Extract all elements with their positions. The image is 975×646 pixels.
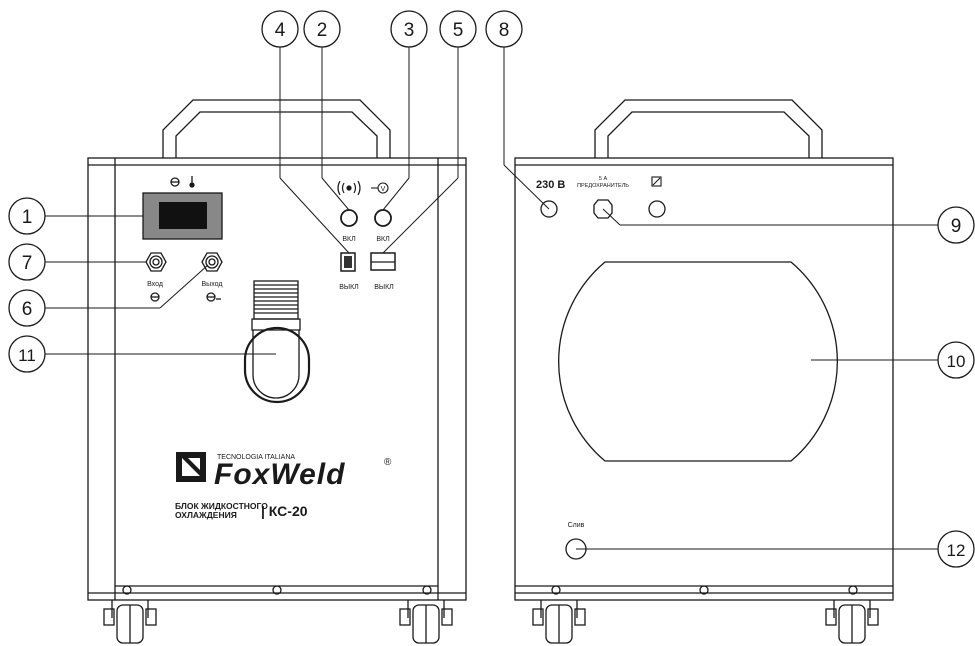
inlet-symbol-icon [150,292,160,302]
expand-icon [651,176,662,187]
front-view: ВКЛ V ВКЛ ВЫКЛ ВЫКЛ Вход [87,99,467,644]
inlet-label: Вход [147,281,163,288]
callout-10: 10 [937,341,975,379]
switch-on-label-right: ВКЛ [376,236,390,243]
callout-badges: 1 2 3 4 5 6 7 8 9 10 11 12 [8,10,975,568]
back-wheel-left [532,600,586,644]
inlet-connector[interactable] [145,252,167,272]
callout-7-text: 7 [22,253,33,274]
callout-2-text: 2 [317,20,328,41]
screw [848,585,858,595]
filler-neck [251,280,301,331]
callout-1: 1 [8,197,46,235]
switch-off-label-right: ВЫКЛ [374,284,394,291]
back-body [514,157,894,601]
callout-4-text: 4 [275,20,286,41]
callout-5: 5 [439,10,477,48]
pump-indicator-lamp [340,209,358,227]
registered-mark: ® [384,457,392,468]
model-name: | КС-20 [261,503,308,519]
callout-5-text: 5 [453,20,464,41]
front-wheel-right [399,600,453,644]
callout-7: 7 [8,243,46,281]
radio-waves-icon [337,180,361,196]
fuse-rating: 5 А [599,176,608,182]
coolant-tank [243,326,311,404]
callout-9-text: 9 [951,216,962,237]
callout-9: 9 [937,206,975,244]
screw [272,585,282,595]
callout-4: 4 [261,10,299,48]
callout-10-text: 10 [947,352,966,371]
outlet-label: Выход [202,281,223,288]
front-body [87,157,467,601]
switch-off-label-left: ВЫКЛ [339,284,359,291]
screw [422,585,432,595]
front-wheel-left [103,600,157,644]
foxweld-logo: TECNOLOGIA ITALIANA FoxWeld ® [176,452,392,491]
level-icon [170,177,180,187]
svg-text:V: V [381,186,386,193]
callout-8: 8 [485,10,523,48]
callout-6-text: 6 [22,299,33,320]
screw [699,585,709,595]
callout-11-text: 11 [18,346,36,365]
callout-12: 12 [937,530,975,568]
callout-8-text: 8 [499,20,510,41]
fuse-holder[interactable] [593,199,613,219]
fill-port [648,200,666,218]
thermometer-icon [189,176,195,188]
callout-11: 11 [8,335,46,373]
brand-tagline: TECNOLOGIA ITALIANA [217,454,295,461]
voltage-label: 230 В [536,179,565,191]
drain-label: Слив [568,522,585,529]
callout-6: 6 [8,289,46,327]
product-description-line2: ОХЛАЖДЕНИЯ [175,510,237,520]
callout-3: 3 [390,10,428,48]
radiator-window [558,261,838,462]
product-description-line1: БЛОК ЖИДКОСТНОГО [175,501,268,511]
screw [551,585,561,595]
brand-name: FoxWeld [214,458,345,491]
callout-1-text: 1 [22,207,33,228]
callout-2: 2 [303,10,341,48]
leader-lines [44,46,940,550]
screw [122,585,132,595]
back-handle [594,99,823,158]
callout-3-text: 3 [404,20,415,41]
front-handle [162,99,391,158]
callout-12-text: 12 [947,541,966,560]
switch-on-label-left: ВКЛ [342,236,356,243]
power-cable-inlet [540,200,558,218]
arrow-v-icon: V [371,182,389,194]
pump-switch[interactable] [340,252,356,272]
fuse-label: ПРЕДОХРАНИТЕЛЬ [577,183,629,189]
back-wheel-right [825,600,879,644]
outlet-symbol-icon [206,292,221,302]
power-indicator-lamp [374,209,392,227]
outlet-connector[interactable] [201,252,223,272]
back-view: 230 В 5 А ПРЕДОХРАНИТЕЛЬ Слив [514,99,894,644]
